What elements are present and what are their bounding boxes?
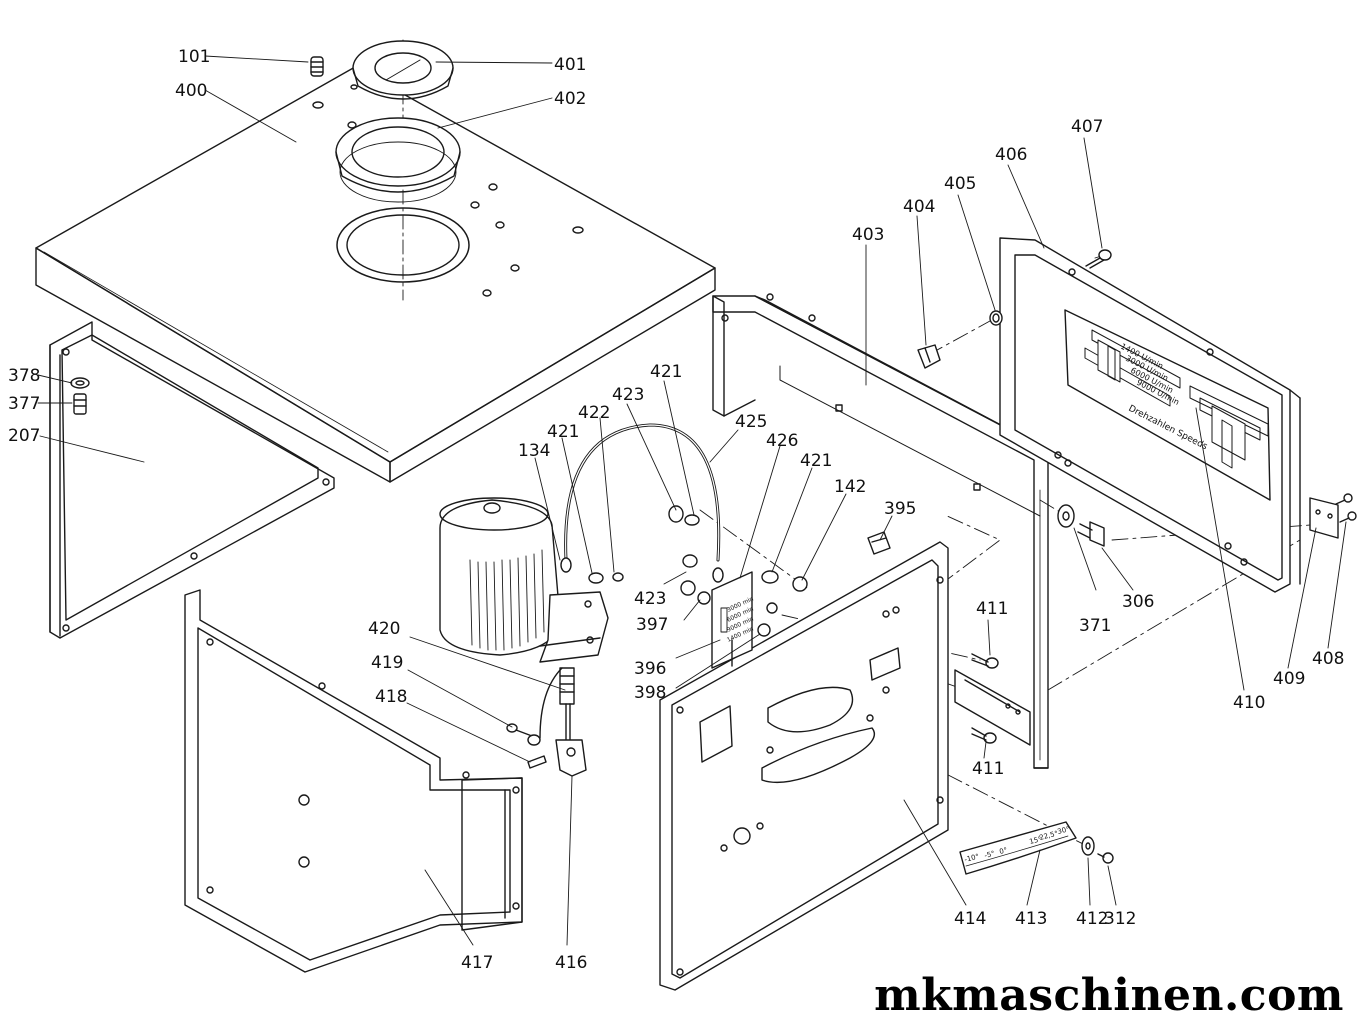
scale-tick-0: 0°: [999, 846, 1009, 856]
cable-425: [560, 423, 724, 583]
callout-400: 400: [175, 81, 207, 101]
screws-411: [971, 653, 999, 744]
callout-423-b: 423: [634, 589, 666, 609]
ring-401: [352, 40, 454, 100]
ring-402: [335, 117, 461, 203]
callout-207: 207: [8, 426, 40, 446]
callout-398: 398: [634, 683, 666, 703]
callout-425: 425: [735, 412, 767, 432]
callout-421-a: 421: [650, 362, 682, 382]
callout-371: 371: [1079, 616, 1111, 636]
set-screw-101: [310, 56, 324, 77]
rear-cover-door: 1400 U/min 3000 U/min 6000 U/min 9000 U/…: [999, 237, 1301, 593]
callout-412: 412: [1076, 909, 1108, 929]
table-top: [35, 39, 716, 483]
speed-plate: 3000 min 6000 min 9000 min 1400 min: [711, 571, 755, 669]
side-panel-417: [184, 589, 523, 973]
catch-404: [917, 344, 941, 369]
callout-409: 409: [1273, 669, 1305, 689]
callout-404: 404: [903, 197, 935, 217]
callout-420: 420: [368, 619, 400, 639]
callout-142: 142: [834, 477, 866, 497]
bolt-306: [1077, 521, 1105, 547]
screw-312: [1097, 852, 1114, 864]
callout-312: 312: [1104, 909, 1136, 929]
washer-412: [1081, 836, 1095, 856]
callout-378: 378: [8, 366, 40, 386]
callout-405: 405: [944, 174, 976, 194]
front-panel: [659, 541, 949, 991]
callout-306: 306: [1122, 592, 1154, 612]
callout-421-b: 421: [547, 422, 579, 442]
callout-411-b: 411: [972, 759, 1004, 779]
cable-clips: [588, 505, 808, 637]
scale-tick-30: 30°: [1057, 825, 1071, 836]
screw-377: [73, 393, 87, 415]
callout-411-a: 411: [976, 599, 1008, 619]
callout-414: 414: [954, 909, 986, 929]
callout-396: 396: [634, 659, 666, 679]
callout-377: 377: [8, 394, 40, 414]
mounting-bracket: [954, 669, 1031, 746]
plate-409: [1309, 497, 1339, 539]
washer-378: [70, 377, 90, 389]
callout-410: 410: [1233, 693, 1265, 713]
screw-407: [1085, 249, 1112, 269]
scale-tick-neg10: -10°: [964, 853, 980, 864]
callout-423-a: 423: [612, 385, 644, 405]
leader-lines: [37, 55, 1347, 946]
callout-402: 402: [554, 89, 586, 109]
callout-134: 134: [518, 441, 550, 461]
callout-408: 408: [1312, 649, 1344, 669]
callout-417: 417: [461, 953, 493, 973]
callout-403: 403: [852, 225, 884, 245]
screws-408: [1335, 493, 1357, 523]
callout-426: 426: [766, 431, 798, 451]
callout-422: 422: [578, 403, 610, 423]
washer-371: [1057, 504, 1075, 528]
callout-407: 407: [1071, 117, 1103, 137]
motor: [439, 497, 609, 663]
callout-406: 406: [995, 145, 1027, 165]
rear-panel: [712, 293, 1049, 769]
callout-numbers: 101 400 401 402 378 377 207 403 404 405 …: [8, 47, 1344, 973]
site-watermark: mkmaschinen.com: [874, 970, 1344, 1021]
callout-401: 401: [554, 55, 586, 75]
callout-395: 395: [884, 499, 916, 519]
scale-tick-15: 15°: [1029, 835, 1043, 846]
left-side-panel: [49, 321, 335, 639]
callout-101: 101: [178, 47, 210, 67]
nut-405: [989, 310, 1003, 326]
callout-419: 419: [371, 653, 403, 673]
callout-397: 397: [636, 615, 668, 635]
switch-395: [867, 531, 891, 555]
callout-416: 416: [555, 953, 587, 973]
pin-418: [527, 755, 547, 769]
bolt-419: [506, 723, 541, 746]
angle-scale-413: -10° -5° 0° 15° 22,5° 30°: [959, 821, 1077, 875]
motor-cable-lower: [539, 667, 563, 739]
threaded-rod: [555, 667, 587, 777]
callout-421-c: 421: [800, 451, 832, 471]
callout-413: 413: [1015, 909, 1047, 929]
scale-tick-neg5: -5°: [984, 850, 996, 860]
callout-418: 418: [375, 687, 407, 707]
